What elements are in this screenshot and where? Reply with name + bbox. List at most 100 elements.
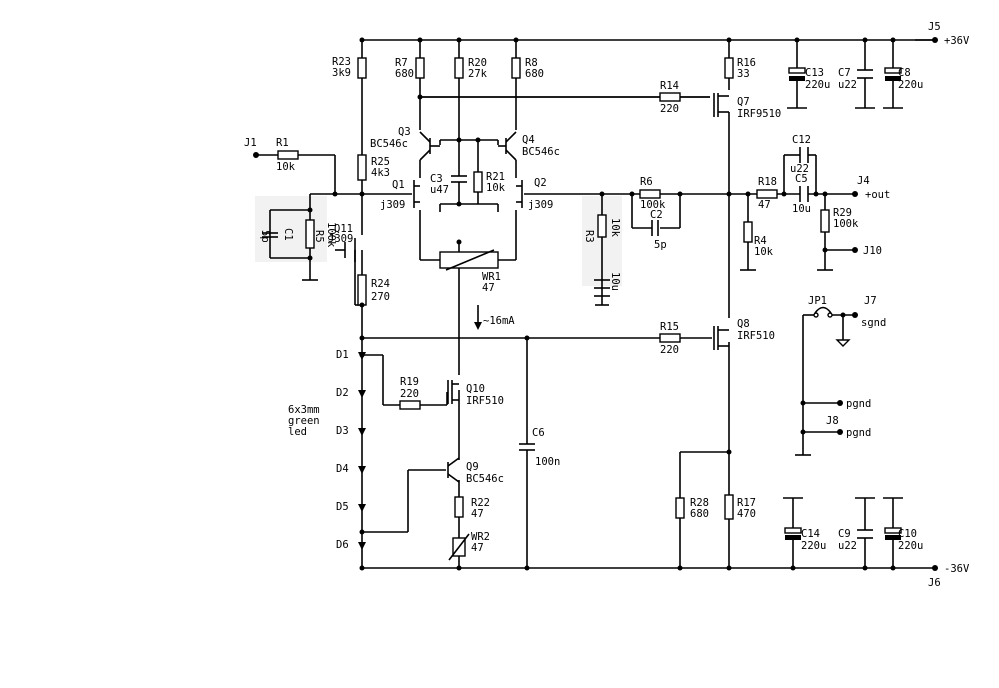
capacitors-c7-value-label: u22 [838,79,857,91]
r29-body [820,209,830,233]
capacitors-c13-value-label: 220u [805,79,830,91]
resistors-r18-ref-label: R18 [758,176,777,188]
resistors-wr2-value-label: 47 [471,542,484,554]
capacitors-c7-ref-label: C7 [838,67,851,79]
capacitors-c12-ref-label: C12 [792,134,811,146]
j5-net-label: +36V [944,35,970,47]
resistors-r8-value-label: 680 [525,68,544,80]
resistors-r28-ref-label: R28 [690,497,709,509]
resistors-r3-value-label: 10k [609,218,621,238]
j1-label: J1 [244,137,257,149]
transistors-q4-ref-label: Q4 [522,134,535,146]
diodes-2-label: D3 [336,425,349,437]
resistors-r14-value-label: 220 [660,103,679,115]
junction-dots [253,37,938,571]
resistors-r17-ref-label: R17 [737,497,756,509]
j4-label: J4 [857,175,870,187]
resistors-wr1-ref-label: WR1 [482,271,501,283]
capacitors-c8-value-label: 220u [898,79,923,91]
r25-body [357,154,367,181]
diodes-1-label: D2 [336,387,349,399]
transistors-q11-ref-label: Q11 [334,223,353,235]
capacitors-c2-value-label: 5p [654,239,667,251]
resistors-r3-ref-label: R3 [583,230,595,243]
transistors-q7-part-label: IRF9510 [737,108,781,120]
transistors-q10-ref-label: Q10 [466,383,485,395]
resistors-r1-ref-label: R1 [276,137,289,149]
r8-body [511,57,521,79]
capacitors-c1-ref-label: C1 [282,228,294,241]
capacitors-c3-value-label: u47 [430,184,449,196]
capacitors-c5-ref-label: C5 [795,173,808,185]
transistors-q10-part-label: IRF510 [466,395,504,407]
resistors-r16-ref-label: R16 [737,57,756,69]
j7-net-label: sgnd [861,317,886,329]
resistors-r22-ref-label: R22 [471,497,490,509]
r16-body [724,57,734,79]
j6-label: J6 [928,577,941,589]
resistors-r15-value-label: 220 [660,344,679,356]
transistors-q1-part-label: j309 [380,199,405,211]
labels: J1 J5 +36V -36V J6 J4 +out J10 JP1 J7 sg… [244,21,970,589]
capacitors-c1-value-label: 5p [259,230,271,243]
diodes-4-label: D5 [336,501,349,513]
led_note-0-label: 6x3mm [288,404,320,416]
r6-body [639,189,661,199]
r19-body [399,400,421,410]
resistors-r7-ref-label: R7 [395,57,408,69]
transistors-q11-part-label: J309 [328,233,353,245]
jp1-label: JP1 [808,295,827,307]
led_note-2-label: led [288,426,307,438]
r7-body [415,57,425,79]
transistors-q7-ref-label: Q7 [737,96,750,108]
capacitors-c6-ref-label: C6 [532,427,545,439]
capacitors-c9-ref-label: C9 [838,528,851,540]
transistors-q3-part-label: BC546c [370,138,408,150]
resistors-r5-value-label: 100k [325,222,337,248]
capacitors-c10-value-label: 220u [898,540,923,552]
resistors-r5-ref-label: R5 [313,230,325,243]
resistors-r14-ref-label: R14 [660,80,679,92]
r14-body [659,92,681,102]
resistors-r15-ref-label: R15 [660,321,679,333]
resistors-r6-ref-label: R6 [640,176,653,188]
capacitors-c6-value-label: 100n [535,456,560,468]
capacitors-c14-ref-label: C14 [801,528,820,540]
resistors-wr2-ref-label: WR2 [471,531,490,543]
capacitors-c12-value-label: u22 [790,163,809,175]
transistors-q9-part-label: BC546c [466,473,504,485]
capacitors-c_r3-value-label: 10u [609,272,621,291]
pgnd-upper-label: pgnd [846,398,871,410]
capacitors-c5-value-label: 10u [792,203,811,215]
resistors-r21-ref-label: R21 [486,171,505,183]
resistors-r22-value-label: 47 [471,508,484,520]
r20-body [454,57,464,79]
resistors-r20-value-label: 27k [468,68,488,80]
resistors-r4-ref-label: R4 [754,235,767,247]
j10-label: J10 [863,245,882,257]
resistor-bodies [277,57,830,561]
resistors-r23-value-label: 3k9 [332,67,351,79]
r24-body [357,274,367,306]
diodes-0-label: D1 [336,349,349,361]
j5-label: J5 [928,21,941,33]
transistors-q3-ref-label: Q3 [398,126,411,138]
transistors-q1-ref-label: Q1 [392,179,405,191]
j7-label: J7 [864,295,877,307]
capacitor-symbols [262,67,903,540]
r23-body [357,57,367,79]
resistors-r7-value-label: 680 [395,68,414,80]
wires [256,39,935,569]
capacitors-c9-value-label: u22 [838,540,857,552]
resistors-r16-value-label: 33 [737,68,750,80]
r28-body [675,497,685,519]
resistors-r19-value-label: 220 [400,388,419,400]
current-note: ~16mA [483,315,515,327]
r3-body [597,214,607,238]
r21-body [473,171,483,193]
resistors-r24-value-label: 270 [371,291,390,303]
capacitors-c13-ref-label: C13 [805,67,824,79]
shade-input-filter [255,196,327,262]
j8-net-label: pgnd [846,427,871,439]
